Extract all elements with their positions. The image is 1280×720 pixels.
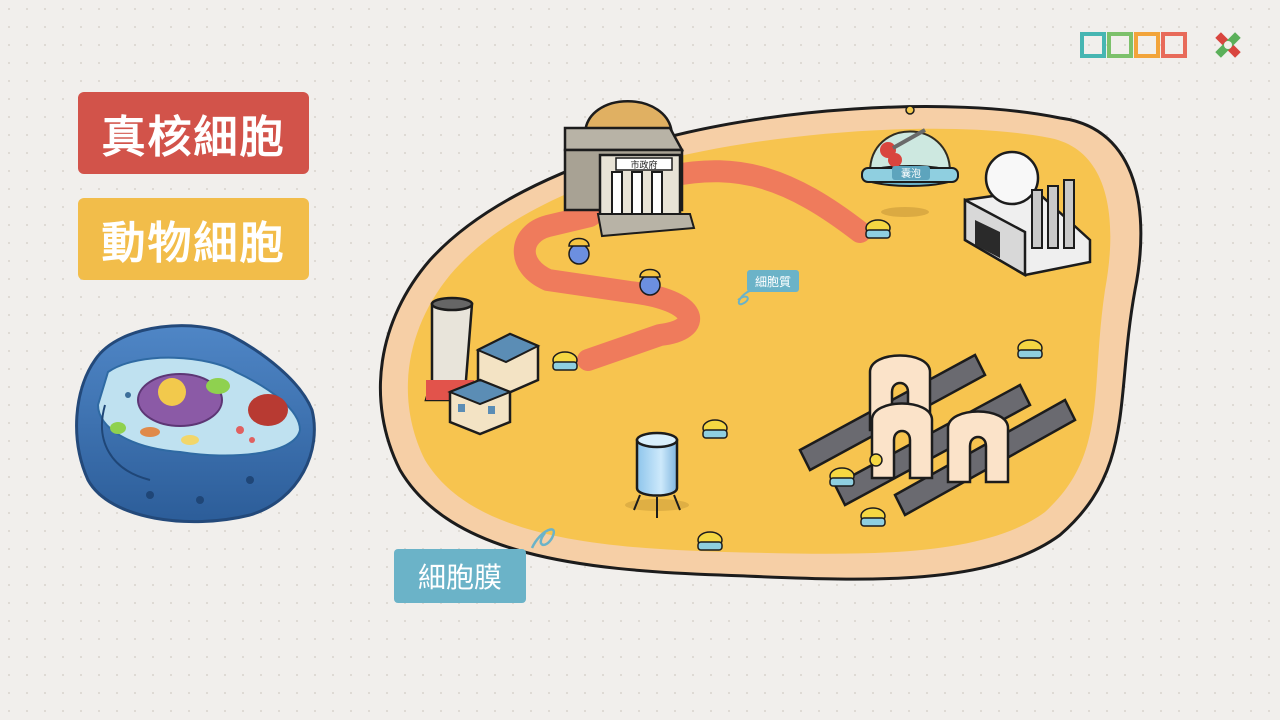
worker-pod: [865, 219, 891, 239]
worker-character: [639, 268, 661, 296]
worker-pod: [697, 531, 723, 551]
worker-character: [568, 237, 590, 265]
worker-pod: [1017, 339, 1043, 359]
cell-membrane-label: 細胞膜: [394, 549, 526, 603]
cytoplasm-label: 細胞質: [747, 270, 799, 292]
worker-pod: [829, 467, 855, 487]
eukaryotic-cell-tag: 真核細胞: [78, 92, 309, 174]
animal-cell-tag: 動物細胞: [78, 198, 309, 280]
city-hall-sign: 市政府: [630, 159, 657, 171]
vesicle-dome: 囊泡: [861, 105, 959, 217]
vesicle-label: 囊泡: [901, 167, 921, 180]
membrane-pointer: [530, 528, 556, 549]
worker-pod: [552, 351, 578, 371]
cooc-logo: [1080, 32, 1187, 58]
city-hall-building: 市政府: [563, 100, 696, 238]
conveyor-factory: [798, 353, 1077, 517]
animal-cell-icon: [75, 324, 316, 524]
road: [659, 160, 871, 243]
worker-pod: [702, 419, 728, 439]
water-tank: [625, 431, 689, 518]
road: [513, 189, 700, 371]
partner-logo-icon: [1215, 32, 1241, 58]
factory-building: [963, 150, 1092, 278]
power-plant: [424, 296, 541, 436]
cytoplasm-pointer: [737, 289, 753, 306]
worker-pod: [860, 507, 886, 527]
